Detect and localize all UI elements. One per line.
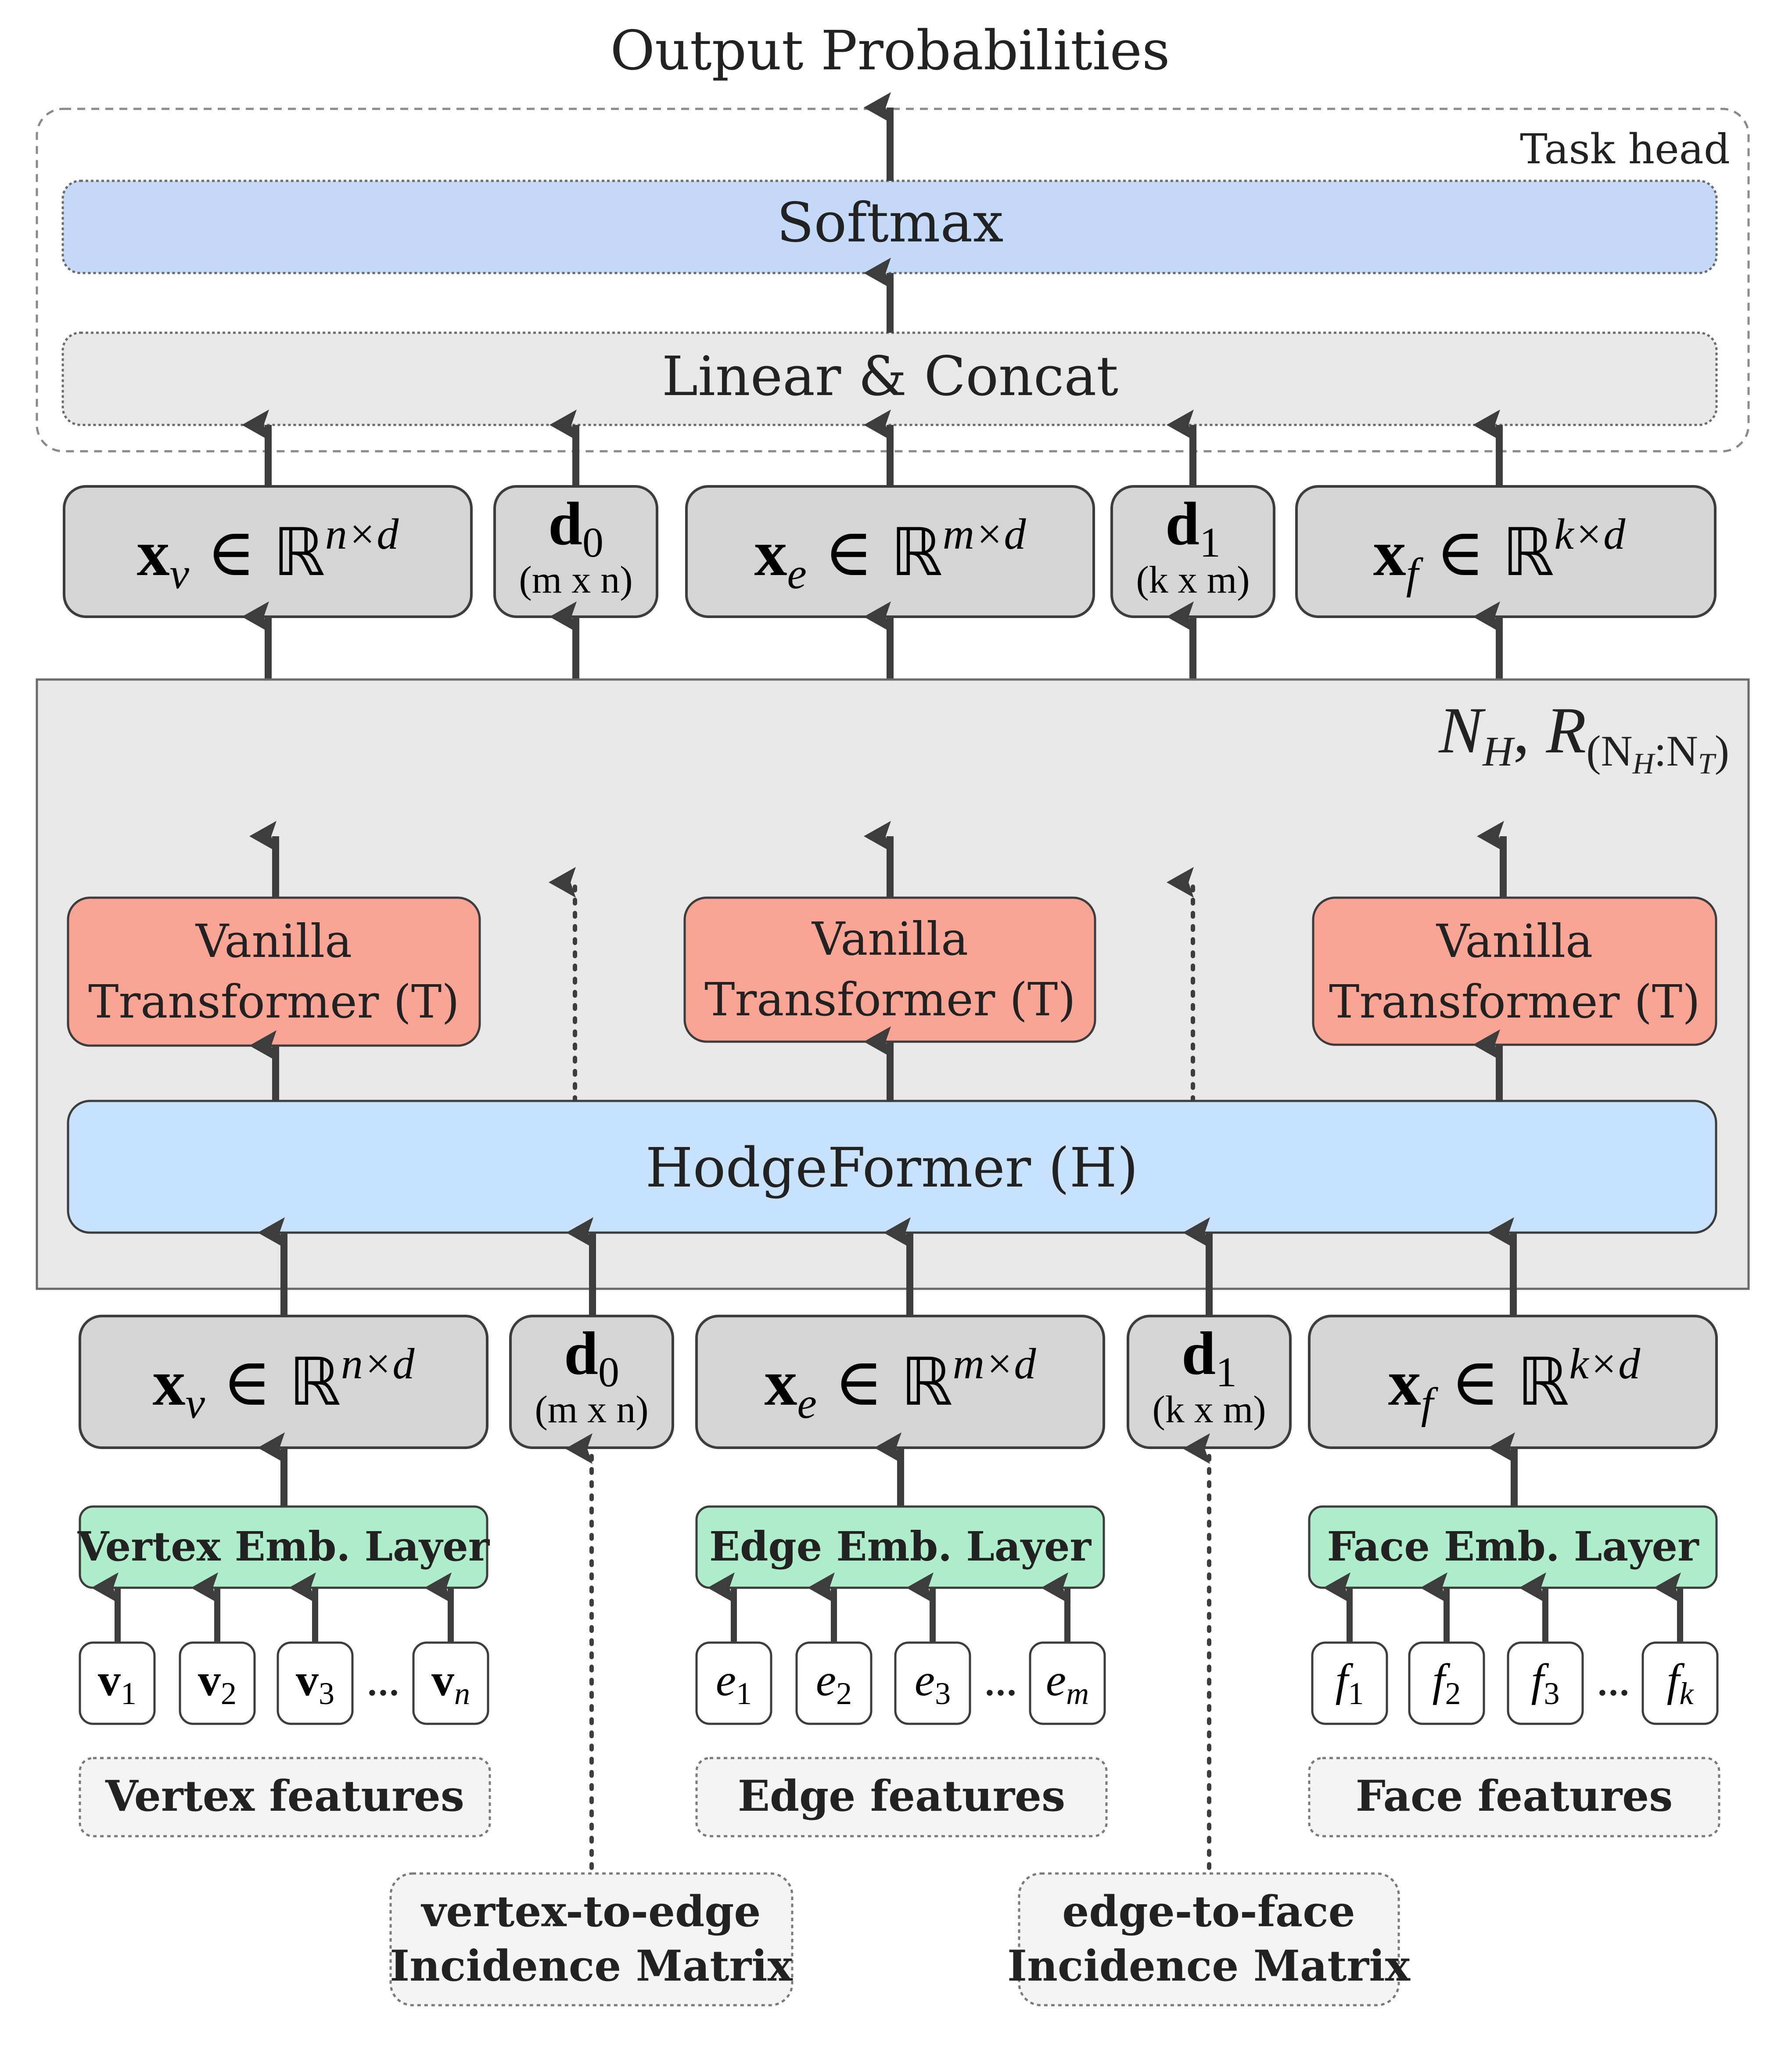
upper-tensor-xf: xf∈ℝk×d	[1295, 485, 1717, 618]
token-em: em	[1029, 1641, 1106, 1725]
svg-text:d0: d0	[564, 1320, 619, 1395]
upper-tensor-d1: d1 (k x m)	[1110, 485, 1275, 618]
token-v2: v2	[179, 1641, 256, 1725]
hodgeformer-label: HodgeFormer (H)	[646, 1136, 1138, 1200]
edge-features-group: Edge features	[695, 1757, 1108, 1838]
svg-text:Incidence Matrix: Incidence Matrix	[1007, 1941, 1410, 1991]
face-ellipsis: ...	[1597, 1665, 1630, 1703]
token-f1: f1	[1311, 1641, 1388, 1725]
svg-text:d1: d1	[1181, 1320, 1237, 1395]
svg-text:e1: e1	[716, 1655, 752, 1711]
vertex-embedding-layer: Vertex Emb. Layer	[77, 1505, 490, 1589]
token-e2: e2	[795, 1641, 873, 1725]
svg-text:Transformer (T): Transformer (T)	[704, 973, 1076, 1026]
lower-tensor-d1: d1 (k x m)	[1127, 1315, 1292, 1449]
svg-text:Vertex Emb. Layer: Vertex Emb. Layer	[77, 1523, 490, 1570]
svg-text:Vanilla: Vanilla	[1436, 914, 1593, 968]
token-v1: v1	[79, 1641, 156, 1725]
diagram-title: Output Probabilities	[610, 19, 1170, 83]
svg-text:Edge Emb. Layer: Edge Emb. Layer	[709, 1523, 1092, 1570]
svg-text:em: em	[1046, 1655, 1089, 1711]
svg-text:v1: v1	[98, 1655, 136, 1711]
token-e3: e3	[894, 1641, 971, 1725]
svg-text:Edge features: Edge features	[738, 1771, 1065, 1821]
edge-ellipsis: ...	[984, 1665, 1017, 1703]
token-vn: vn	[412, 1641, 489, 1725]
token-f2: f2	[1408, 1641, 1485, 1725]
svg-text:xv∈ℝn×d: xv∈ℝn×d	[137, 510, 399, 598]
svg-text:v2: v2	[198, 1655, 237, 1711]
vertex-ellipsis: ...	[366, 1665, 399, 1703]
svg-text:(k x m): (k x m)	[1152, 1388, 1266, 1431]
upper-tensor-xe: xe∈ℝm×d	[685, 485, 1095, 618]
face-embedding-layer: Face Emb. Layer	[1308, 1505, 1718, 1589]
upper-tensor-xv: xv∈ℝn×d	[63, 485, 473, 618]
svg-text:e2: e2	[816, 1655, 852, 1711]
svg-text:d0: d0	[548, 490, 603, 566]
svg-text:edge-to-face: edge-to-face	[1062, 1887, 1355, 1936]
svg-text:e3: e3	[915, 1655, 951, 1711]
svg-text:v3: v3	[296, 1655, 334, 1711]
repeat-count-label: NH, R(NH:NT)	[1438, 694, 1729, 780]
lower-tensor-xf: xf∈ℝk×d	[1308, 1315, 1718, 1449]
svg-text:xf∈ℝk×d: xf∈ℝk×d	[1388, 1339, 1641, 1428]
lower-tensor-d0: d0 (m x n)	[509, 1315, 674, 1449]
svg-text:f3: f3	[1531, 1655, 1560, 1711]
vanilla-transformer-face: Vanilla Transformer (T)	[1312, 896, 1717, 1046]
softmax-label: Softmax	[777, 191, 1004, 255]
svg-text:vertex-to-edge: vertex-to-edge	[421, 1887, 761, 1936]
svg-text:xe∈ℝm×d: xe∈ℝm×d	[765, 1339, 1037, 1428]
svg-text:Incidence Matrix: Incidence Matrix	[390, 1941, 793, 1991]
svg-text:f1: f1	[1336, 1655, 1364, 1711]
edge-embedding-layer: Edge Emb. Layer	[695, 1505, 1105, 1589]
task-head-label: Task head	[1520, 126, 1730, 173]
svg-text:Vanilla: Vanilla	[811, 912, 968, 966]
vanilla-transformer-vertex: Vanilla Transformer (T)	[67, 896, 481, 1047]
vertex-to-edge-incidence-matrix: vertex-to-edge Incidence Matrix	[389, 1872, 794, 2007]
svg-text:Face Emb. Layer: Face Emb. Layer	[1327, 1523, 1699, 1570]
linear-concat-label: Linear & Concat	[662, 345, 1118, 408]
token-fk: fk	[1641, 1641, 1719, 1725]
svg-text:Vertex features: Vertex features	[105, 1771, 464, 1821]
token-e1: e1	[695, 1641, 772, 1725]
svg-text:Vanilla: Vanilla	[195, 914, 352, 968]
svg-text:(m x n): (m x n)	[535, 1388, 648, 1431]
vanilla-transformer-edge: Vanilla Transformer (T)	[683, 896, 1096, 1043]
upper-tensor-d0: d0 (m x n)	[493, 485, 658, 618]
svg-text:xf∈ℝk×d: xf∈ℝk×d	[1373, 510, 1626, 598]
lower-tensor-xv: xv∈ℝn×d	[79, 1315, 488, 1449]
vertex-features-group: Vertex features	[79, 1757, 491, 1838]
svg-text:xv∈ℝn×d: xv∈ℝn×d	[153, 1339, 415, 1428]
svg-text:d1: d1	[1165, 490, 1221, 566]
token-f3: f3	[1507, 1641, 1584, 1725]
lower-tensor-xe: xe∈ℝm×d	[695, 1315, 1105, 1449]
svg-text:Transformer (T): Transformer (T)	[88, 975, 460, 1028]
svg-text:xe∈ℝm×d: xe∈ℝm×d	[754, 510, 1027, 598]
face-features-group: Face features	[1308, 1757, 1720, 1838]
token-v3: v3	[277, 1641, 354, 1725]
svg-text:(m x n): (m x n)	[519, 559, 632, 601]
edge-to-face-incidence-matrix: edge-to-face Incidence Matrix	[1007, 1872, 1411, 2007]
svg-text:Face features: Face features	[1356, 1771, 1673, 1821]
svg-text:Transformer (T): Transformer (T)	[1329, 975, 1700, 1028]
svg-text:vn: vn	[431, 1655, 470, 1711]
svg-text:f2: f2	[1433, 1655, 1461, 1711]
svg-text:(k x m): (k x m)	[1136, 559, 1250, 601]
